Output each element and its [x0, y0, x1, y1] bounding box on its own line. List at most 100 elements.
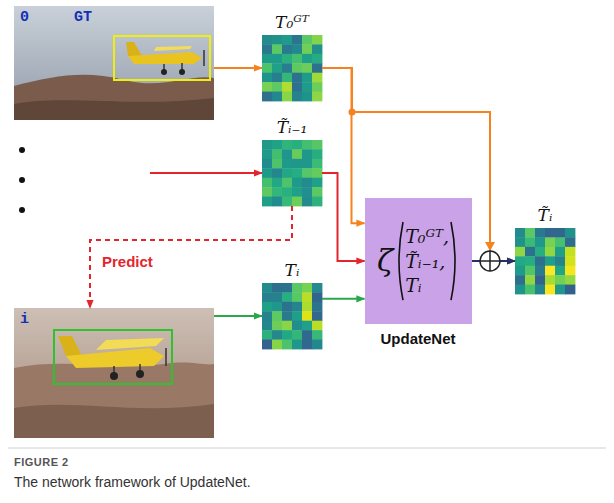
- heatmap-cell: [302, 340, 312, 350]
- heatmap-cell: [312, 44, 322, 54]
- heatmap-cell: [312, 302, 322, 312]
- heatmap-cell: [302, 63, 312, 73]
- plane-propeller: [165, 348, 167, 366]
- heatmap-cell: [272, 187, 282, 197]
- heatmap-cell: [262, 187, 272, 197]
- bracket-stroke: [451, 222, 455, 300]
- heatmap-cell: [312, 140, 322, 150]
- frame-zero-image: [14, 6, 214, 120]
- video-frame: 0GT: [14, 6, 214, 120]
- sky: [14, 6, 214, 120]
- heatmap-cell: [545, 275, 555, 285]
- heatmap-cell: [312, 92, 322, 102]
- plane-tail: [58, 336, 82, 356]
- plane-body: [66, 348, 164, 368]
- heatmap-cell: [282, 92, 292, 102]
- heatmap-cell: [262, 197, 272, 207]
- heatmap-cell: [292, 321, 302, 331]
- updatenet-box: ζT₀ᴳᵀ, T̃ᵢ₋₁, TᵢUpdateNet: [365, 198, 472, 324]
- heatmap-cell: [515, 247, 525, 257]
- heatmap-cell: [282, 149, 292, 159]
- heatmap-cell: [262, 178, 272, 188]
- heatmap-cell: [535, 247, 545, 257]
- heatmap-cell: [535, 275, 545, 285]
- heatmap-cell: [302, 35, 312, 45]
- heatmap-cell: [312, 159, 322, 169]
- heatmap-cell: [555, 237, 565, 247]
- heatmap-cell: [292, 311, 302, 321]
- heatmap-cell: [262, 149, 272, 159]
- heatmap-cell: [292, 63, 302, 73]
- arrow-head: [485, 242, 495, 251]
- plane-body: [128, 52, 202, 64]
- heatmap-cell: [282, 73, 292, 83]
- plane-propeller: [203, 50, 205, 66]
- heatmap-cell: [262, 311, 272, 321]
- heatmap-cell: [555, 285, 565, 295]
- heatmap-cell: [272, 73, 282, 83]
- heatmap-cell: [312, 321, 322, 331]
- heatmap-cell: [272, 283, 282, 293]
- bracket: [449, 221, 459, 301]
- template-label: T̃ᵢ₋₁: [277, 117, 308, 137]
- heatmap-cell: [262, 330, 272, 340]
- heatmap-cell: [535, 228, 545, 238]
- heatmap-cell: [545, 285, 555, 295]
- frame-i-image: [14, 308, 214, 438]
- template-heatmap: T̃ᵢ₋₁: [262, 140, 322, 206]
- bracket: [395, 221, 405, 301]
- heatmap-cell: [302, 44, 312, 54]
- heatmap-cell: [515, 237, 525, 247]
- heatmap-cell: [262, 63, 272, 73]
- heatmap-cell: [312, 82, 322, 92]
- previous-template-arrow: [150, 172, 262, 174]
- hill: [14, 363, 214, 438]
- plane-wheel: [161, 69, 167, 75]
- function-symbol: ζ: [377, 246, 393, 276]
- heatmap-cell: [312, 54, 322, 64]
- template-label: T₀ᴳᵀ: [275, 12, 309, 32]
- heatmap-cell: [292, 159, 302, 169]
- heatmap-cell: [282, 82, 292, 92]
- heatmap-cell: [292, 35, 302, 45]
- heatmap-cell: [272, 35, 282, 45]
- heatmap-cell: [312, 187, 322, 197]
- plane-wheel: [136, 370, 144, 378]
- junction-dot: [349, 109, 356, 116]
- ground-truth-box: [114, 36, 210, 80]
- heatmap-cell: [272, 63, 282, 73]
- figure-number: FIGURE 2: [14, 456, 69, 468]
- template-extract-arrow: [214, 315, 262, 317]
- heatmap-cell: [565, 275, 575, 285]
- ground-truth-arrow: [322, 68, 365, 223]
- heatmap-cell: [272, 292, 282, 302]
- sum-operator-cross: [489, 251, 491, 271]
- heatmap-cell: [312, 330, 322, 340]
- heatmap-cell: [272, 311, 282, 321]
- output-arrow: [472, 260, 516, 262]
- heatmap-cell: [262, 92, 272, 102]
- heatmap-cell: [272, 92, 282, 102]
- heatmap-cell: [312, 149, 322, 159]
- heatmap-cell: [515, 228, 525, 238]
- heatmap-cell: [292, 340, 302, 350]
- frame-index: i: [20, 312, 29, 327]
- ground: [14, 404, 214, 438]
- heatmap-cell: [282, 321, 292, 331]
- heatmap-cell: [292, 302, 302, 312]
- heatmap-cell: [282, 197, 292, 207]
- heatmap-cell: [302, 311, 312, 321]
- heatmap-cell: [545, 228, 555, 238]
- heatmap-cell: [302, 330, 312, 340]
- heatmap-cell: [282, 140, 292, 150]
- heatmap-cell: [292, 140, 302, 150]
- prediction-box: [54, 330, 172, 384]
- heatmap-cell: [525, 237, 535, 247]
- caption-rule: [8, 448, 606, 449]
- current-template-arrow: [322, 298, 365, 300]
- heatmap-cell: [292, 44, 302, 54]
- heatmap-cell: [545, 266, 555, 276]
- heatmap-cell: [282, 330, 292, 340]
- heatmap-cell: [525, 247, 535, 257]
